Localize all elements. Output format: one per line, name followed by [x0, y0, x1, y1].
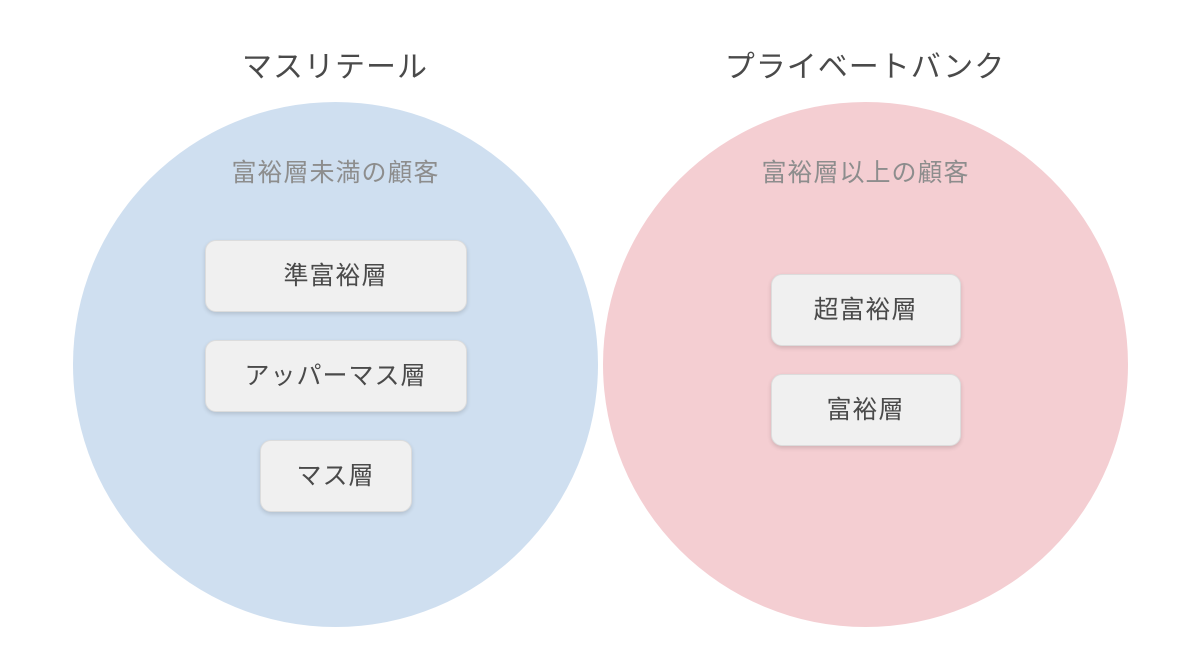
circle-caption-mass-retail: 富裕層未満の顧客	[231, 159, 440, 187]
group-title-private-bank: プライベートバンク	[724, 51, 1006, 84]
segment-label: 準富裕層	[283, 262, 388, 290]
group-private-bank: プライベートバンク 富裕層以上の顧客 超富裕層 富裕層	[565, 0, 1165, 672]
segment-box-super-affluent[interactable]: 超富裕層	[770, 274, 961, 346]
segment-box-semi-affluent[interactable]: 準富裕層	[204, 240, 467, 312]
segment-box-upper-mass[interactable]: アッパーマス層	[204, 340, 467, 412]
group-title-mass-retail: マスリテール	[242, 51, 428, 84]
segment-box-affluent[interactable]: 富裕層	[770, 374, 961, 446]
segment-label: アッパーマス層	[244, 362, 427, 390]
circle-private-bank: 富裕層以上の顧客 超富裕層 富裕層	[603, 102, 1128, 627]
circle-caption-private-bank: 富裕層以上の顧客	[761, 159, 970, 187]
segment-label: 富裕層	[826, 396, 905, 424]
group-mass-retail: マスリテール 富裕層未満の顧客 準富裕層 アッパーマス層 マス層	[35, 0, 635, 672]
segment-list-mass-retail: 準富裕層 アッパーマス層 マス層	[73, 240, 598, 512]
segment-label: 超富裕層	[813, 296, 918, 324]
segment-label: マス層	[296, 462, 375, 490]
segment-box-mass[interactable]: マス層	[259, 440, 412, 512]
segment-list-private-bank: 超富裕層 富裕層	[603, 274, 1128, 446]
circle-mass-retail: 富裕層未満の顧客 準富裕層 アッパーマス層 マス層	[73, 102, 598, 627]
